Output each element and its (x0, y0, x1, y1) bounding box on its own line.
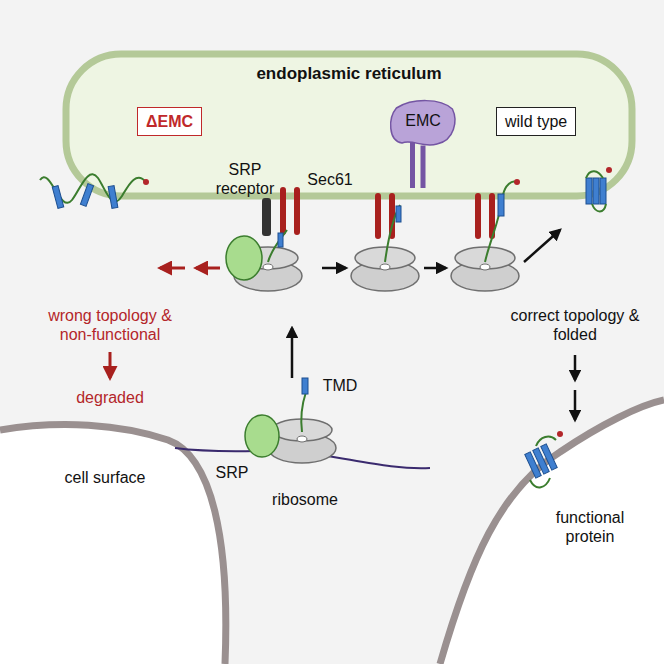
srp-particle (226, 236, 262, 280)
region-label: cell surface (50, 468, 160, 487)
condition-label: wild type (505, 113, 567, 130)
emc-complex: EMC (388, 98, 458, 148)
cell-membrane-right (440, 400, 664, 664)
emc-shape (388, 98, 458, 190)
tmd (302, 378, 308, 394)
outcome-label: degraded (60, 388, 160, 407)
misfolded-protein (40, 174, 149, 208)
component-label: ribosome (260, 490, 350, 509)
extracellular-right (440, 400, 664, 664)
mrna (175, 448, 430, 468)
component-label: SRP receptor (209, 160, 281, 198)
compartment-title: endoplasmic reticulum (62, 64, 636, 84)
outcome-label: correct topology & folded (505, 306, 645, 344)
cell-membrane-left (0, 425, 226, 664)
folded-protein (586, 167, 612, 212)
sec61-channel (283, 190, 297, 232)
srp-receptor (262, 198, 271, 236)
condition-box: ΔEMC (137, 107, 202, 136)
outcome-label: functional protein (535, 508, 645, 546)
condition-box: wild type (496, 107, 576, 136)
outcome-label: wrong topology & non-functional (35, 306, 185, 344)
extracellular-left (0, 425, 226, 664)
functional-protein-shape (525, 431, 563, 487)
condition-label: ΔEMC (146, 113, 193, 130)
component-label: TMD (315, 376, 365, 395)
complex-label: EMC (405, 111, 441, 130)
component-label: Sec61 (300, 170, 360, 189)
component-label: SRP (207, 463, 257, 482)
